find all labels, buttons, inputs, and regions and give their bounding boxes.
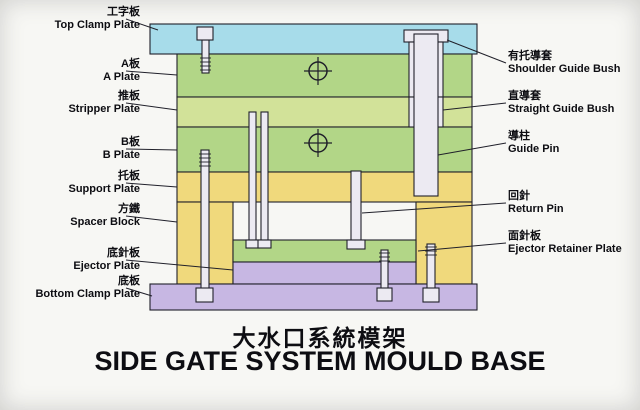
label-b-plate-cn: B板 [121, 136, 140, 148]
label-ejector-retainer-plate: 面針板 Ejector Retainer Plate [508, 230, 640, 256]
cap-screw-top [196, 26, 214, 74]
label-bottom-clamp-plate: 底板 Bottom Clamp Plate [2, 275, 140, 301]
label-a-plate: A板 A Plate [2, 58, 140, 84]
label-b-plate: B板 B Plate [2, 136, 140, 162]
label-b-plate-en: B Plate [102, 149, 140, 161]
label-ejector-retainer-plate-cn: 面針板 [508, 230, 541, 242]
cap-screw-bottom-left [195, 149, 214, 303]
title-english: SIDE GATE SYSTEM MOULD BASE [94, 346, 546, 376]
label-ejector-plate-cn: 底針板 [107, 247, 140, 259]
label-bottom-clamp-plate-cn: 底板 [118, 275, 140, 287]
crosshair-icon-a-plate [304, 57, 332, 85]
ejector-pin-2-shape [257, 111, 272, 249]
label-support-plate: 托板 Support Plate [2, 170, 140, 196]
label-stripper-plate-cn: 推板 [118, 90, 140, 102]
label-shoulder-guide-bush-cn: 有托導套 [508, 50, 552, 62]
label-ejector-retainer-plate-en: Ejector Retainer Plate [508, 243, 622, 255]
label-bottom-clamp-plate-en: Bottom Clamp Plate [35, 288, 140, 300]
label-a-plate-en: A Plate [103, 71, 140, 83]
label-return-pin: 回針 Return Pin [508, 190, 640, 216]
label-a-plate-cn: A板 [121, 58, 140, 70]
label-spacer-block-en: Spacer Block [70, 216, 140, 228]
label-straight-guide-bush-cn: 直導套 [508, 90, 541, 102]
label-straight-guide-bush: 直導套 Straight Guide Bush [508, 90, 640, 116]
label-support-plate-en: Support Plate [68, 183, 140, 195]
label-stripper-plate: 推板 Stripper Plate [2, 90, 140, 116]
guide-pin-shape [413, 33, 439, 197]
label-straight-guide-bush-en: Straight Guide Bush [508, 103, 615, 115]
label-top-clamp-plate-en: Top Clamp Plate [54, 19, 140, 31]
spacer-block-right-shape [415, 201, 473, 285]
label-stripper-plate-en: Stripper Plate [68, 103, 140, 115]
cap-screw-bottom-right [422, 243, 440, 303]
label-top-clamp-plate: 工字板 Top Clamp Plate [2, 6, 140, 32]
return-pin-shape [346, 170, 366, 250]
label-guide-pin: 導柱 Guide Pin [508, 130, 640, 156]
label-return-pin-cn: 回針 [508, 190, 530, 202]
label-guide-pin-cn: 導柱 [508, 130, 530, 142]
label-ejector-plate: 底針板 Ejector Plate [2, 247, 140, 273]
cap-screw-ejector [376, 249, 393, 302]
title-chinese: 大水口系統模架 [232, 325, 408, 351]
label-ejector-plate-en: Ejector Plate [73, 260, 140, 272]
label-top-clamp-plate-cn: 工字板 [107, 6, 140, 18]
label-guide-pin-en: Guide Pin [508, 143, 560, 155]
label-shoulder-guide-bush: 有托導套 Shoulder Guide Bush [508, 50, 640, 76]
label-spacer-block: 方鐵 Spacer Block [2, 203, 140, 229]
label-support-plate-cn: 托板 [118, 170, 140, 182]
label-return-pin-en: Return Pin [508, 203, 564, 215]
label-shoulder-guide-bush-en: Shoulder Guide Bush [508, 63, 621, 75]
label-spacer-block-cn: 方鐵 [118, 203, 140, 215]
leader-lines [125, 18, 507, 297]
crosshair-icon-b-plate [304, 129, 332, 157]
